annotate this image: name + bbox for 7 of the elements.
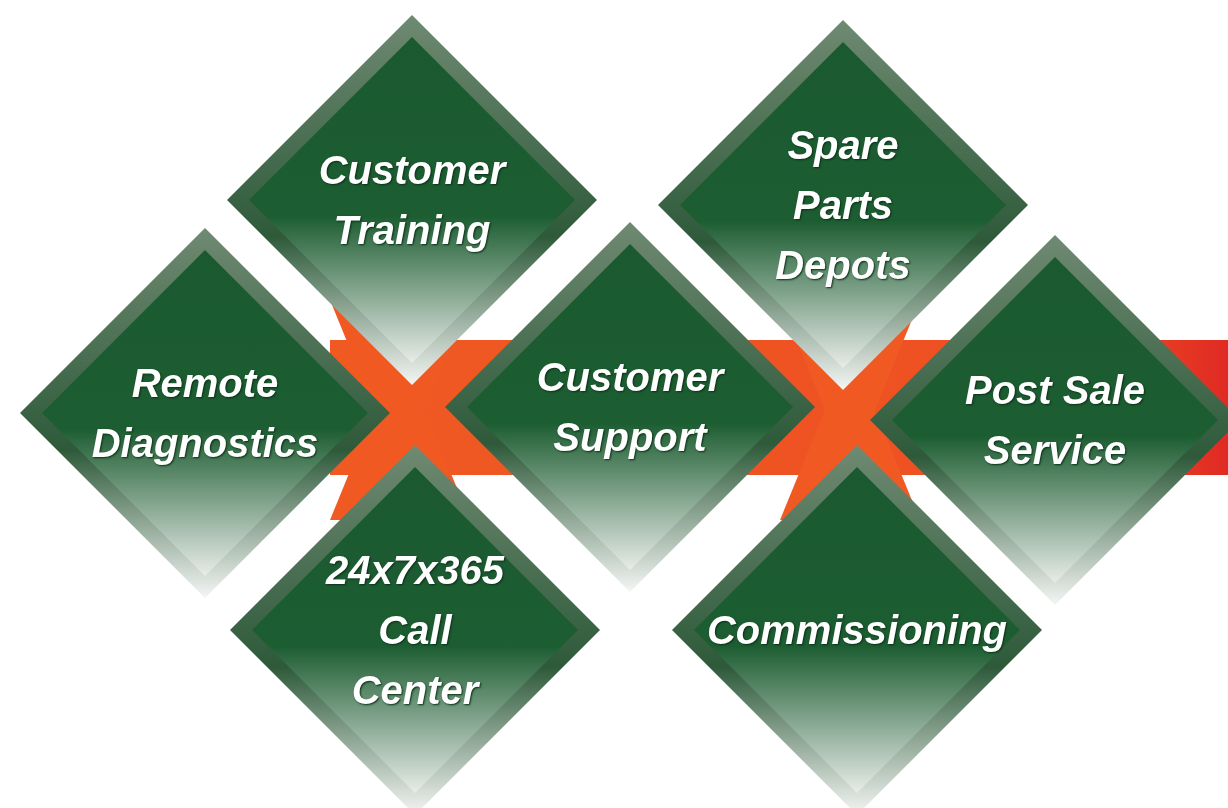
tile-label: Customer Training [317,147,508,254]
tile-label: Post Sale Service [963,367,1147,474]
tile-label: Remote Diagnostics [91,360,319,467]
tile-label: Customer Support [535,354,726,461]
tile-label: 24x7x365 Call Center [324,547,506,714]
tile-label: Spare Parts Depots [774,122,912,289]
tile-label: Commissioning [707,607,1007,654]
